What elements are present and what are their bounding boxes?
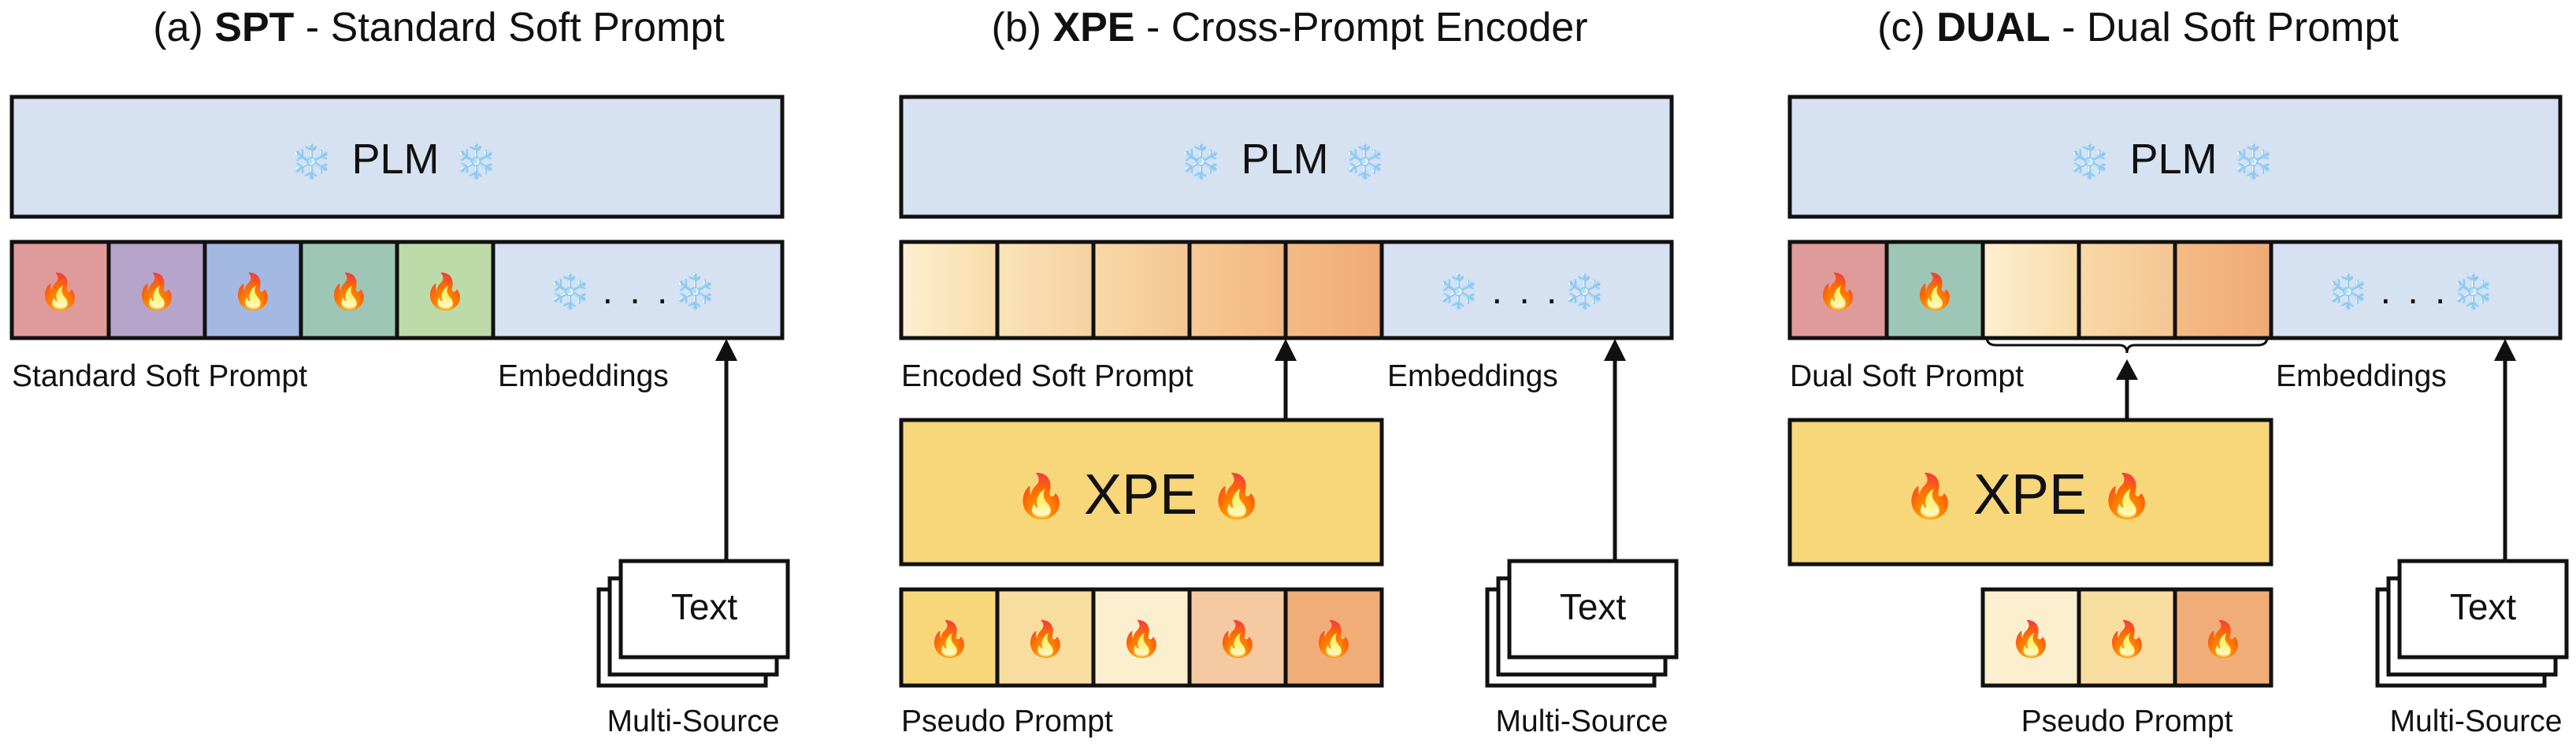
fire-icon: 🔥	[1817, 272, 1860, 311]
embeddings-label: Embeddings	[1387, 359, 1558, 393]
fire-icon: 🔥	[1216, 619, 1260, 659]
text-stack-front	[618, 559, 790, 660]
soft-prompt-token	[1787, 240, 1889, 340]
encoded-token	[1091, 240, 1192, 340]
encoded-token	[2173, 240, 2273, 340]
plm-label: PLM	[351, 136, 439, 183]
snowflake-icon: ❄️	[1437, 272, 1480, 311]
fire-icon: 🔥	[2202, 619, 2245, 659]
pseudo-token	[1187, 587, 1288, 688]
fire-icon: 🔥	[1312, 619, 1356, 659]
snowflake-icon: ❄️	[674, 272, 717, 311]
snowflake-icon: ❄️	[1343, 142, 1386, 181]
source-label: Multi-Source	[2390, 704, 2563, 738]
fire-icon: 🔥	[928, 619, 971, 659]
embeddings-label: Embeddings	[498, 359, 669, 393]
pseudo-token	[899, 587, 1000, 688]
snowflake-icon: ❄️	[290, 142, 333, 181]
fire-icon: 🔥	[1903, 472, 1956, 520]
arrowhead	[1604, 339, 1626, 361]
fire-icon: 🔥	[232, 272, 275, 311]
text-label: Text	[1560, 586, 1627, 627]
arrowhead	[715, 339, 737, 361]
text-label: Text	[671, 586, 738, 627]
encoded-token	[1980, 240, 2081, 340]
embeddings-box	[1379, 240, 1674, 340]
embeddings-box	[2269, 240, 2563, 340]
panel-c: (c) DUAL - Dual Soft Prompt ❄️ PLM ❄️ 🔥 …	[1787, 5, 2569, 738]
plm-box	[9, 95, 785, 219]
encoder-box	[1787, 418, 2273, 567]
plm-box	[1787, 95, 2563, 219]
fire-icon: 🔥	[2106, 619, 2149, 659]
encoded-token	[2077, 240, 2177, 340]
soft-prompt-token	[1884, 240, 1985, 340]
snowflake-icon: ❄️	[455, 142, 498, 181]
source-label: Multi-Source	[1496, 704, 1668, 738]
snowflake-icon: ❄️	[2452, 272, 2495, 311]
encoded-token	[1283, 240, 1384, 340]
plm-label: PLM	[2129, 136, 2217, 183]
plm-label: PLM	[1241, 136, 1328, 183]
snowflake-icon: ❄️	[2326, 272, 2370, 311]
pseudo-token	[2173, 587, 2273, 688]
snowflake-icon: ❄️	[1179, 142, 1223, 181]
soft-prompt-token	[299, 240, 399, 340]
soft-prompt-label: Encoded Soft Prompt	[901, 359, 1193, 393]
fire-icon: 🔥	[1120, 619, 1164, 659]
fire-icon: 🔥	[39, 272, 82, 311]
fire-icon: 🔥	[424, 272, 467, 311]
embeddings-label: Embeddings	[2276, 359, 2447, 393]
fire-icon: 🔥	[1210, 472, 1263, 520]
encoder-box	[899, 418, 1384, 567]
pseudo-label: Pseudo Prompt	[901, 704, 1113, 738]
encoded-token	[1187, 240, 1288, 340]
soft-prompt-label: Standard Soft Prompt	[12, 359, 307, 393]
fire-icon: 🔥	[1024, 619, 1067, 659]
text-stack-front	[2397, 559, 2569, 660]
encoded-token	[995, 240, 1096, 340]
grouping-brace	[1985, 336, 2269, 354]
encoded-token	[899, 240, 1000, 340]
fire-icon: 🔥	[1913, 272, 1957, 311]
pseudo-token	[1091, 587, 1192, 688]
fire-icon: 🔥	[135, 272, 179, 311]
plm-box	[899, 95, 1674, 219]
pseudo-token	[1283, 587, 1384, 688]
fire-icon: 🔥	[2100, 472, 2153, 520]
soft-prompt-token	[106, 240, 207, 340]
snowflake-icon: ❄️	[1563, 272, 1606, 311]
encoder-label: XPE	[1973, 463, 2087, 526]
fire-icon: 🔥	[328, 272, 371, 311]
ellipsis: . . .	[2381, 270, 2449, 312]
snowflake-icon: ❄️	[548, 272, 592, 311]
panel-b-title: (b) XPE - Cross-Prompt Encoder	[991, 5, 1587, 50]
embeddings-box	[491, 240, 785, 340]
arrowhead	[2116, 359, 2138, 380]
ellipsis: . . .	[603, 270, 671, 312]
snowflake-icon: ❄️	[2068, 142, 2111, 181]
arrowhead	[1275, 339, 1297, 361]
panel-c-title: (c) DUAL - Dual Soft Prompt	[1877, 5, 2399, 50]
fire-icon: 🔥	[1015, 472, 1067, 520]
pseudo-label: Pseudo Prompt	[2021, 704, 2233, 738]
text-stack-front	[1507, 559, 1679, 660]
arrowhead	[2494, 339, 2516, 361]
text-label: Text	[2450, 586, 2517, 627]
panel-b: (b) XPE - Cross-Prompt Encoder ❄️ PLM ❄️…	[899, 5, 1679, 738]
fire-icon: 🔥	[2010, 619, 2053, 659]
snowflake-icon: ❄️	[2232, 142, 2275, 181]
encoder-label: XPE	[1084, 463, 1197, 526]
soft-prompt-token	[395, 240, 496, 340]
soft-prompt-token	[9, 240, 111, 340]
pseudo-token	[995, 587, 1096, 688]
source-label: Multi-Source	[607, 704, 780, 738]
soft-prompt-label: Dual Soft Prompt	[1790, 359, 2024, 393]
ellipsis: . . .	[1492, 270, 1561, 312]
panel-a-title: (a) SPT - Standard Soft Prompt	[153, 5, 725, 50]
panel-a: (a) SPT - Standard Soft Prompt ❄️ PLM ❄️…	[9, 5, 790, 738]
pseudo-token	[2077, 587, 2177, 688]
